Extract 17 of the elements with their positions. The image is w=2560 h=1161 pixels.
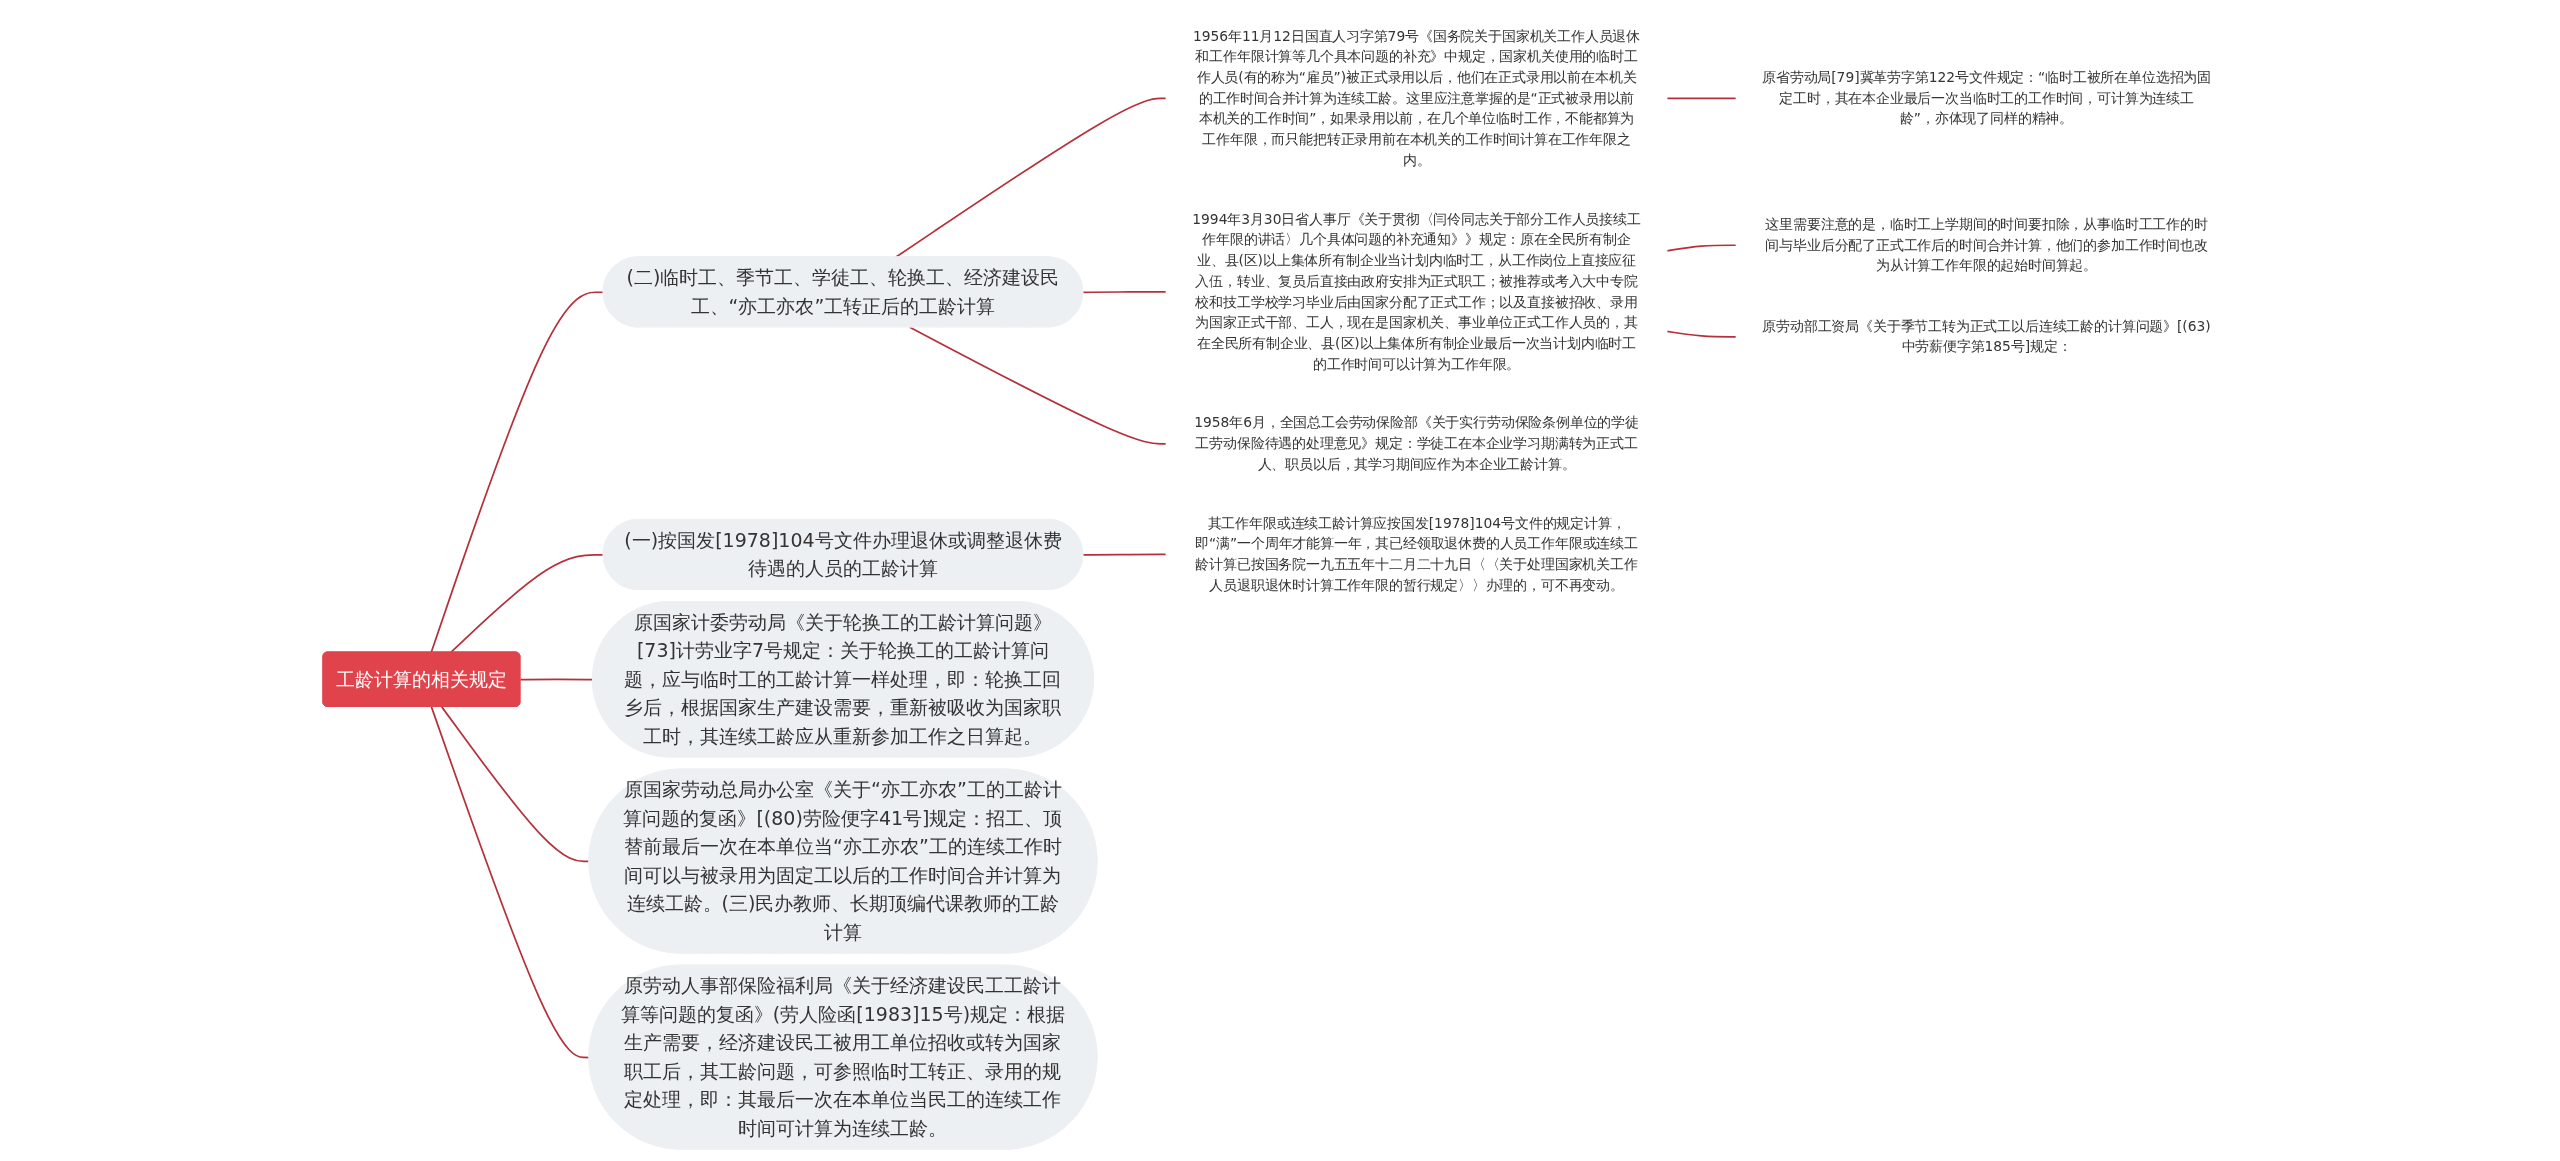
connector [519, 678, 594, 681]
node-text: 原省劳动局[79]冀革劳字第122号文件规定：“临时工被所在单位选招为固定工时，其在本企业最后一次当临时工的工作时间，可计算为连续工龄”，亦体现了同样的精神。 [1762, 68, 2211, 127]
connector [1666, 243, 1737, 252]
connector [430, 290, 605, 653]
node-text: 原劳动部工资局《关于季节工转为正式工以后连续工龄的计算问题》[(63)中劳薪便字第185号]规定： [1762, 317, 2211, 355]
connector [450, 553, 605, 653]
connector [1082, 290, 1167, 293]
node-text: 1958年6月，全国总工会劳动保险部《关于实行劳动保险条例单位的学徒工劳动保险待遇的处理意见》规定：学徒工在本企业学习期满转为正式工人、职员以后，其学习期间应作为本企业工龄计算。 [1194, 414, 1639, 472]
connector [894, 97, 1167, 258]
connector [908, 325, 1167, 445]
node-text: 这里需要注意的是，临时工上学期间的时间要扣除，从事临时工工作的时间与毕业后分配了正式工作后的时间合并计算，他们的参加工作时间也改为从计算工作年限的起始时间算起。 [1765, 215, 2208, 274]
node-text: 其工作年限或连续工龄计算应按国发[1978]104号文件的规定计算，即“满”一个周年才能算一年，其已经领取退休费的人员工作年限或连续工龄计算已按国务院一九五五年十二月二十九日〈〈关于处理国家机关工作人员退职退休时计算工作年限的暂行规定〉〉办理的，可不再变动。 [1195, 514, 1638, 593]
node-text: 1956年11月12日国直人习字第79号《国务院关于国家机关工作人员退休和工作年限计算等几个具本问题的补充》中规定，国家机关使用的临时工作人员(有的称为“雇员”)被正式录用以后，他们在正式录用以前在本机关的工作时间合并计算为连续工龄。这里应注意掌握的是“正式被录用以前本机关的工作时间”，如果录用以前，在几个单位临时工作，不能都算为工作年限，而只能把转正录用前在本机关的工作时间计算在工作年限之内。 [1192, 27, 1641, 168]
connector [1082, 553, 1167, 556]
connector [1666, 97, 1737, 99]
connector [1666, 330, 1737, 338]
node-text: 1994年3月30日省人事厅《关于贯彻〈闫伶同志关于部分工作人员接续工作年限的讲话〉几个具体问题的补充通知》》规定：原在全民所有制企业、县(区)以上集体所有制企业当计划内临时工，从工作岗位上直接应征入伍，转业、复员后直接由政府安排为正式职工；被推荐或考入大中专院校和技工学校学习毕业后由国家分配了正式工作；以及直接被招收、录用为国家正式干部、工人，现在是国家机关、事业单位正式工作人员的，其在全民所有制企业、县(区)以上集体所有制企业最后一次当计划内临时工的工作时间可以计算为工作年限。 [1192, 210, 1641, 372]
